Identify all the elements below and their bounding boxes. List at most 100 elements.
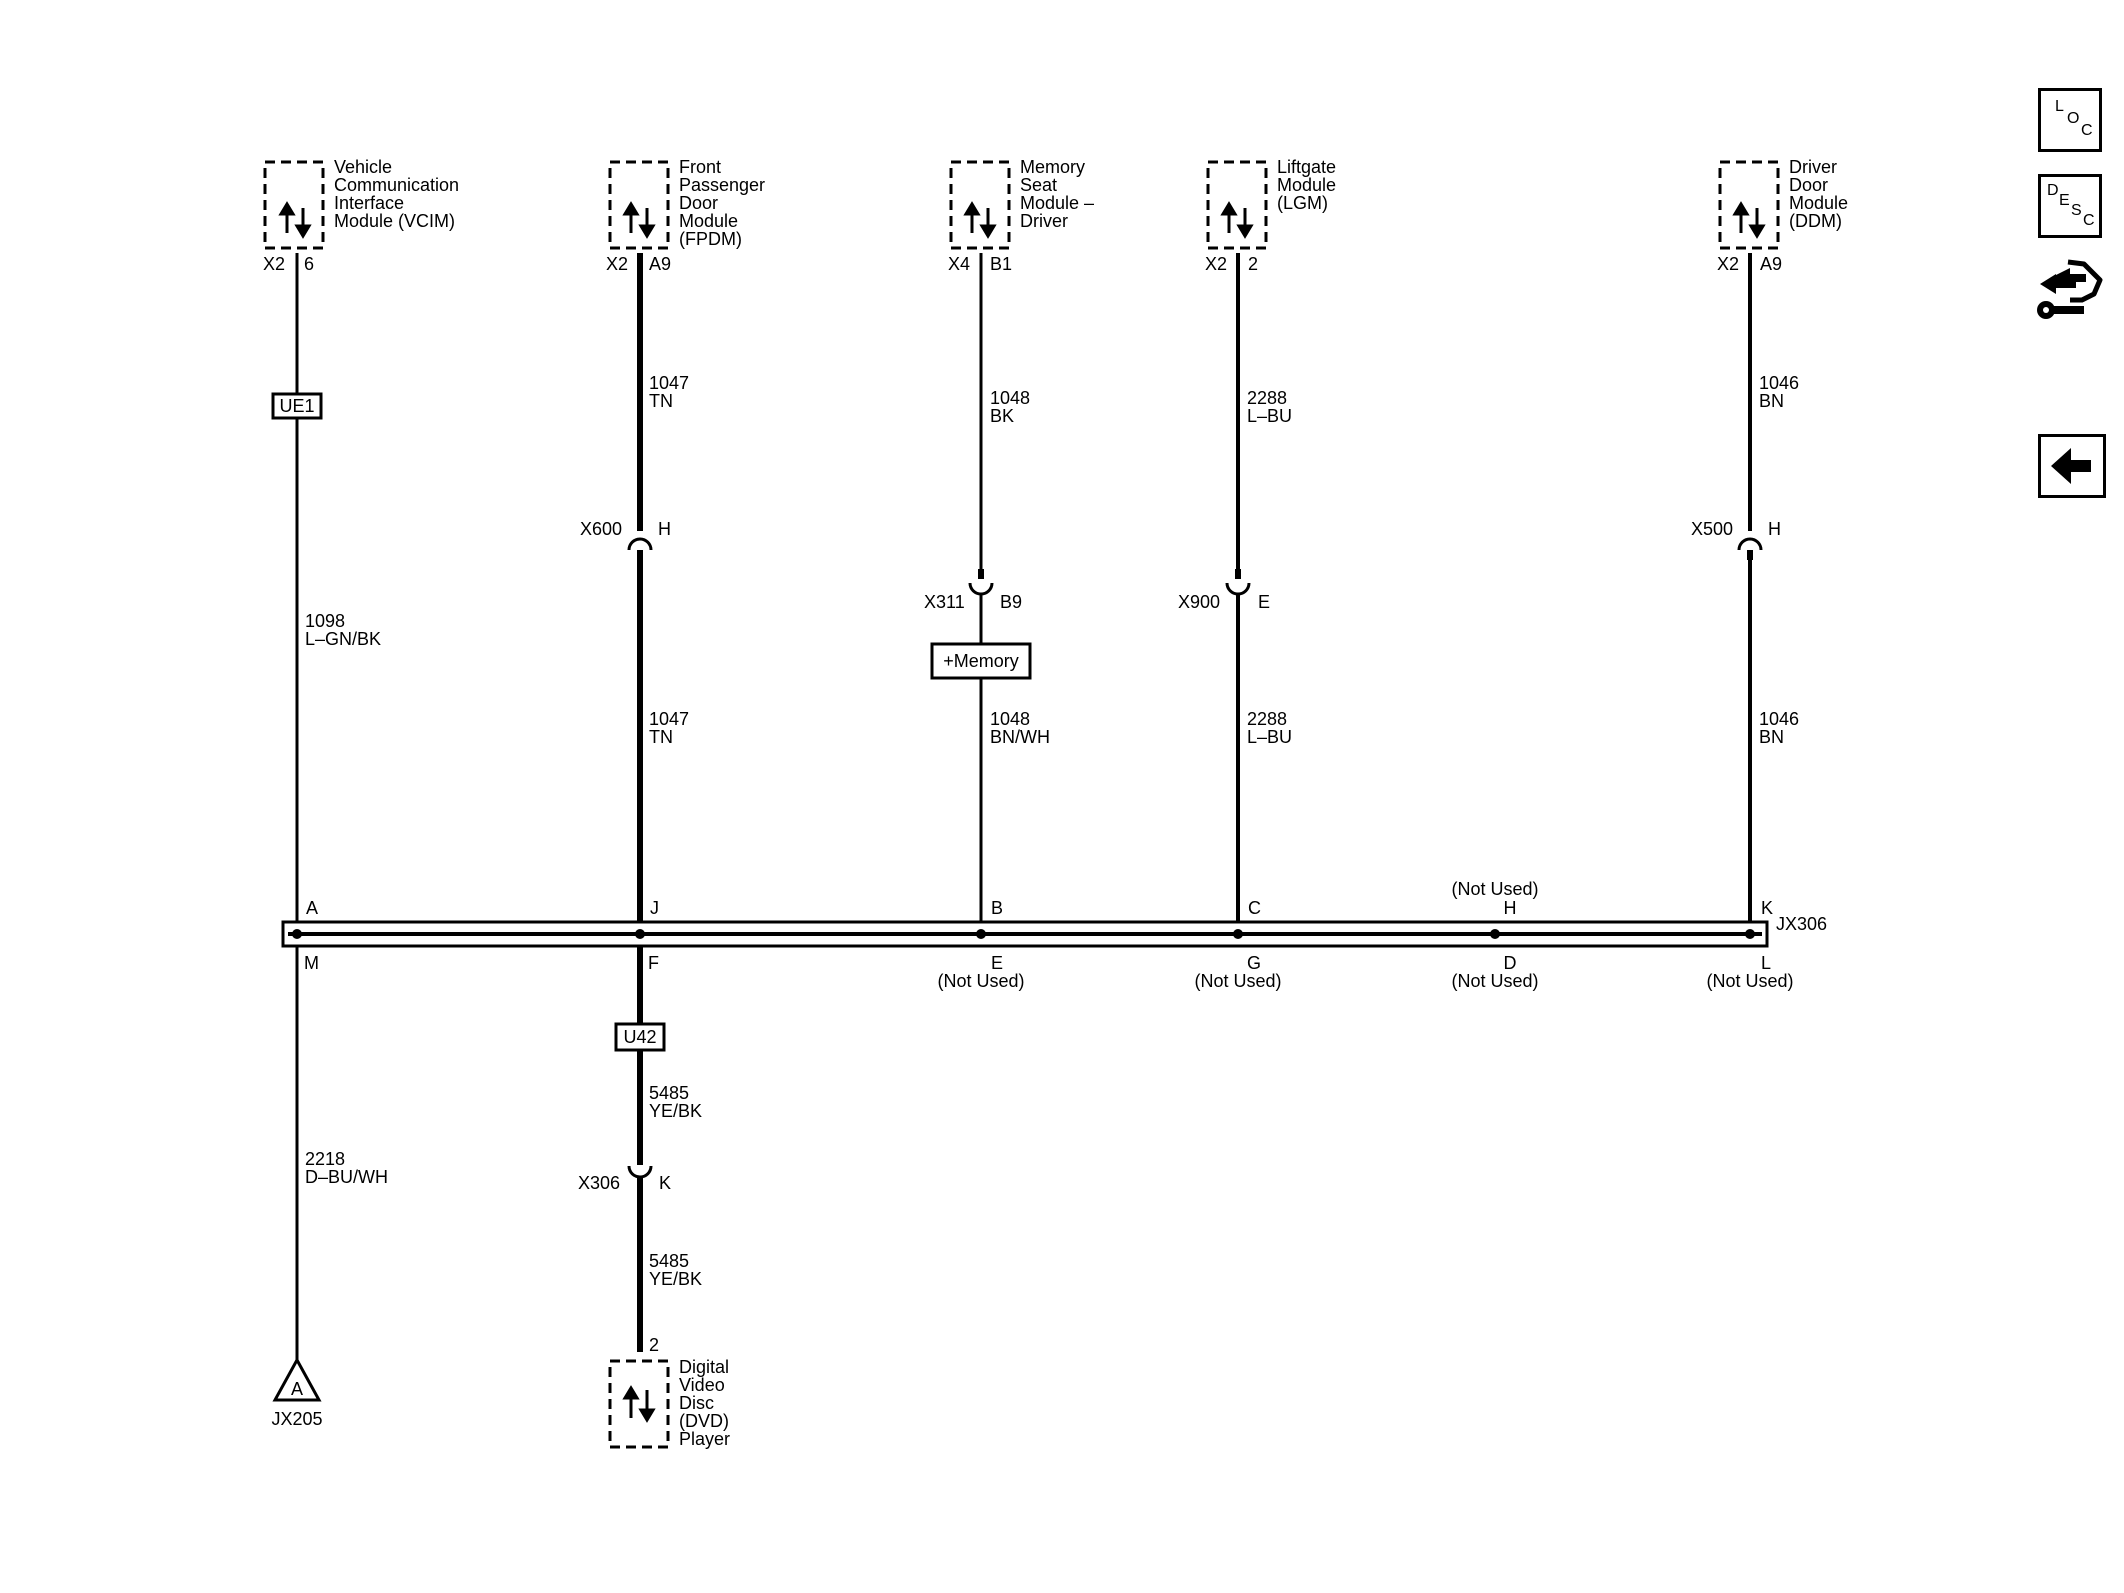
- jx306-block: JX306 A J B C (Not Used) H K M F E (Not …: [281, 879, 1827, 991]
- jx306-bottom-pin-d: D: [1504, 953, 1517, 973]
- module-vcim-connector: X2: [263, 254, 285, 274]
- module-ddm: Driver Door Module (DDM) X2 A9: [1717, 157, 1853, 274]
- desc-letter-s: S: [2071, 202, 2082, 219]
- module-lgm-connector: X2: [1205, 254, 1227, 274]
- loc-letter-c: C: [2081, 122, 2093, 139]
- inline-connector-x306: X306 K: [578, 1157, 671, 1193]
- desc-button[interactable]: D E S C: [2038, 174, 2102, 238]
- module-lgm: Liftgate Module (LGM) X2 2: [1205, 157, 1341, 274]
- jx306-top-pin-b: B: [991, 898, 1003, 918]
- loc-button[interactable]: L O C: [2038, 88, 2102, 152]
- jx306-bottom-not-used-e: (Not Used): [937, 971, 1024, 991]
- back-button[interactable]: [2038, 434, 2106, 498]
- module-lgm-pin: 2: [1248, 254, 1258, 274]
- memory-power-box: +Memory: [930, 642, 1032, 680]
- module-vcim: Vehicle Communication Interface Module (…: [263, 157, 464, 274]
- jx306-top-pin-h: H: [1504, 898, 1517, 918]
- bidirectional-arrow-icon: [963, 201, 997, 239]
- desc-letter-d: D: [2047, 182, 2059, 199]
- back-arrow-icon: [2051, 448, 2091, 484]
- desc-letter-e: E: [2059, 192, 2070, 209]
- module-memory-seat-connector: X4: [948, 254, 970, 274]
- module-dvd-name: Digital Video Disc (DVD) Player: [679, 1357, 734, 1449]
- loc-letter-l: L: [2055, 98, 2064, 115]
- jx306-bottom-pin-f: F: [648, 953, 659, 973]
- jx306-top-pin-k: K: [1761, 898, 1773, 918]
- bidirectional-arrow-icon: [622, 1385, 656, 1423]
- inline-connector-x600: X600 H: [580, 519, 671, 560]
- jx306-bottom-not-used-d: (Not Used): [1451, 971, 1538, 991]
- desc-letter-c: C: [2083, 212, 2095, 229]
- splice-u42-label: U42: [623, 1027, 656, 1047]
- loc-letter-o: O: [2067, 110, 2080, 127]
- module-memory-seat-name: Memory Seat Module – Driver: [1020, 157, 1099, 231]
- module-vcim-name: Vehicle Communication Interface Module (…: [334, 157, 464, 231]
- module-fpdm: Front Passenger Door Module (FPDM) X2 A9: [606, 157, 770, 274]
- inline-connector-x500: X500 H: [1691, 519, 1781, 560]
- inline-connector-x900: X900 E: [1178, 569, 1270, 612]
- connector-wrench-button[interactable]: [2034, 256, 2106, 328]
- bidirectional-arrow-icon: [278, 201, 312, 239]
- module-vcim-pin: 6: [304, 254, 314, 274]
- inline-connector-x306-pin: K: [659, 1173, 671, 1193]
- inline-connector-x500-pin: H: [1768, 519, 1781, 539]
- splice-u42: U42: [614, 1022, 666, 1052]
- module-memory-seat-pin: B1: [990, 254, 1012, 274]
- inline-connector-x600-name: X600: [580, 519, 622, 539]
- offpage-reference-jx205: A JX205: [271, 1356, 323, 1429]
- module-fpdm-pin: A9: [649, 254, 671, 274]
- jx306-top-pin-c: C: [1248, 898, 1261, 918]
- splice-ue1: UE1: [271, 392, 323, 420]
- bidirectional-arrow-icon: [1220, 201, 1254, 239]
- module-fpdm-name: Front Passenger Door Module (FPDM): [679, 157, 770, 249]
- connector-wrench-icon: [2037, 259, 2103, 319]
- jx306-top-not-used: (Not Used): [1451, 879, 1538, 899]
- inline-connector-x900-name: X900: [1178, 592, 1220, 612]
- module-ddm-pin: A9: [1760, 254, 1782, 274]
- jx306-bottom-pin-e: E: [991, 953, 1003, 973]
- offpage-reference-name: JX205: [271, 1409, 322, 1429]
- inline-connector-x311-pin: B9: [1000, 592, 1022, 612]
- memory-power-label: +Memory: [943, 651, 1019, 671]
- bidirectional-arrow-icon: [622, 201, 656, 239]
- module-dvd-player: 2 Digital Video Disc (DVD) Player: [608, 1335, 734, 1449]
- inline-connector-x900-pin: E: [1258, 592, 1270, 612]
- bidirectional-arrow-icon: [1732, 201, 1766, 239]
- module-ddm-connector: X2: [1717, 254, 1739, 274]
- jx306-bottom-pin-g: G: [1247, 953, 1261, 973]
- inline-connector-x500-name: X500: [1691, 519, 1733, 539]
- module-lgm-name: Liftgate Module (LGM): [1277, 157, 1341, 213]
- jx306-bottom-not-used-g: (Not Used): [1194, 971, 1281, 991]
- module-dvd-pin: 2: [649, 1335, 659, 1355]
- jx306-bottom-pin-l: L: [1761, 953, 1771, 973]
- inline-connector-x311: X311 B9: [924, 569, 1022, 612]
- inline-connector-x600-pin: H: [658, 519, 671, 539]
- wires: [295, 253, 1752, 1362]
- jx306-bottom-not-used-l: (Not Used): [1706, 971, 1793, 991]
- inline-connector-x306-name: X306: [578, 1173, 620, 1193]
- inline-connector-x311-name: X311: [924, 592, 965, 612]
- offpage-reference-letter: A: [291, 1379, 303, 1399]
- module-ddm-name: Driver Door Module (DDM): [1789, 157, 1853, 231]
- jx306-top-pin-j: J: [650, 898, 659, 918]
- module-fpdm-connector: X2: [606, 254, 628, 274]
- module-memory-seat: Memory Seat Module – Driver X4 B1: [948, 157, 1099, 274]
- splice-ue1-label: UE1: [279, 396, 314, 416]
- jx306-top-pin-a: A: [306, 898, 318, 918]
- jx306-name: JX306: [1776, 914, 1827, 934]
- jx306-bottom-pin-m: M: [304, 953, 319, 973]
